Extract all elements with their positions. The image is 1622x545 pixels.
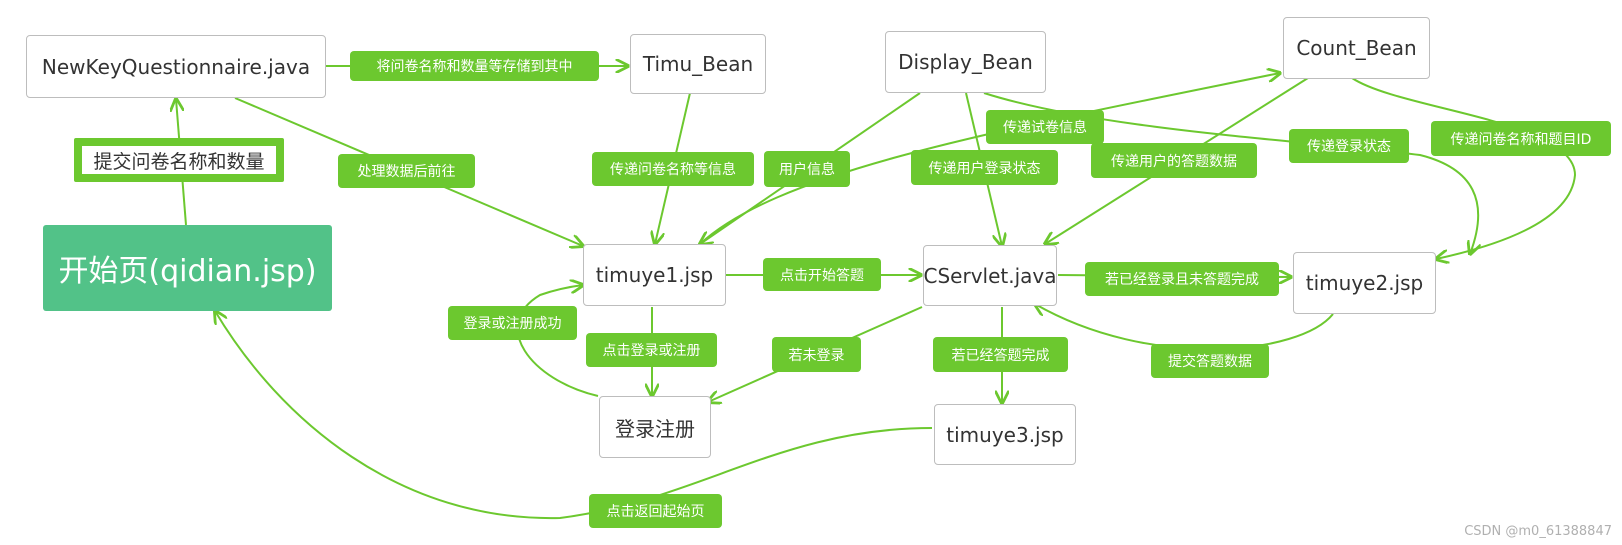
newkey-label: NewKeyQuestionnaire.java [41, 54, 311, 79]
label-click-login: 点击登录或注册 [586, 333, 717, 367]
label-click-start: 点击开始答题 [763, 258, 881, 291]
timuye1-label: timuye1.jsp [595, 263, 714, 287]
display-bean-node: Display_Bean [885, 31, 1046, 93]
timuye2-label: timuye2.jsp [1305, 271, 1424, 295]
label-pass-paper: 传递试卷信息 [986, 110, 1104, 144]
newkey-node: NewKeyQuestionnaire.java [26, 35, 326, 98]
watermark: CSDN @m0_61388847 [1464, 524, 1612, 539]
timuye2-node: timuye2.jsp [1293, 252, 1436, 314]
label-pass-login: 传递登录状态 [1289, 129, 1409, 163]
label-answered: 若已经答题完成 [933, 337, 1068, 372]
label-if-logged: 若已经登录且未答题完成 [1085, 262, 1279, 296]
login-register-node: 登录注册 [599, 396, 711, 458]
timu-bean-node: Timu_Bean [630, 34, 766, 94]
label-pass-id: 传递问卷名称和题目ID [1431, 121, 1611, 156]
cservlet-node: CServlet.java [923, 245, 1057, 306]
label-pass-login-state: 传递用户登录状态 [911, 150, 1058, 185]
label-pass-answer: 传递用户的答题数据 [1091, 143, 1257, 178]
edge-timuye3-start [215, 311, 933, 520]
label-pass-name: 传递问卷名称等信息 [592, 152, 754, 186]
timuye1-node: timuye1.jsp [583, 244, 726, 306]
label-submit-answer: 提交答题数据 [1151, 344, 1269, 378]
timuye3-label: timuye3.jsp [946, 422, 1064, 447]
count-bean-node: Count_Bean [1283, 17, 1430, 79]
start-page-node: 开始页(qidian.jsp) [43, 225, 332, 311]
label-store: 将问卷名称和数量等存储到其中 [350, 51, 599, 81]
label-login-ok: 登录或注册成功 [448, 306, 577, 340]
label-process: 处理数据后前往 [338, 154, 475, 188]
timu-bean-label: Timu_Bean [642, 52, 754, 76]
label-back-home: 点击返回起始页 [589, 494, 722, 528]
display-bean-label: Display_Bean [898, 50, 1033, 74]
edge-count-timuye2 [1351, 77, 1577, 259]
label-user-info: 用户信息 [764, 151, 850, 187]
label-not-logged: 若未登录 [772, 337, 861, 372]
count-bean-label: Count_Bean [1296, 36, 1417, 60]
timuye3-node: timuye3.jsp [934, 404, 1076, 465]
login-register-label: 登录注册 [615, 416, 695, 441]
edge-timuye2-cservlet [1035, 304, 1334, 351]
cservlet-label: CServlet.java [923, 263, 1057, 288]
label-submit-name: 提交问卷名称和数量 [74, 138, 284, 182]
start-page-label: 开始页(qidian.jsp) [58, 254, 317, 289]
